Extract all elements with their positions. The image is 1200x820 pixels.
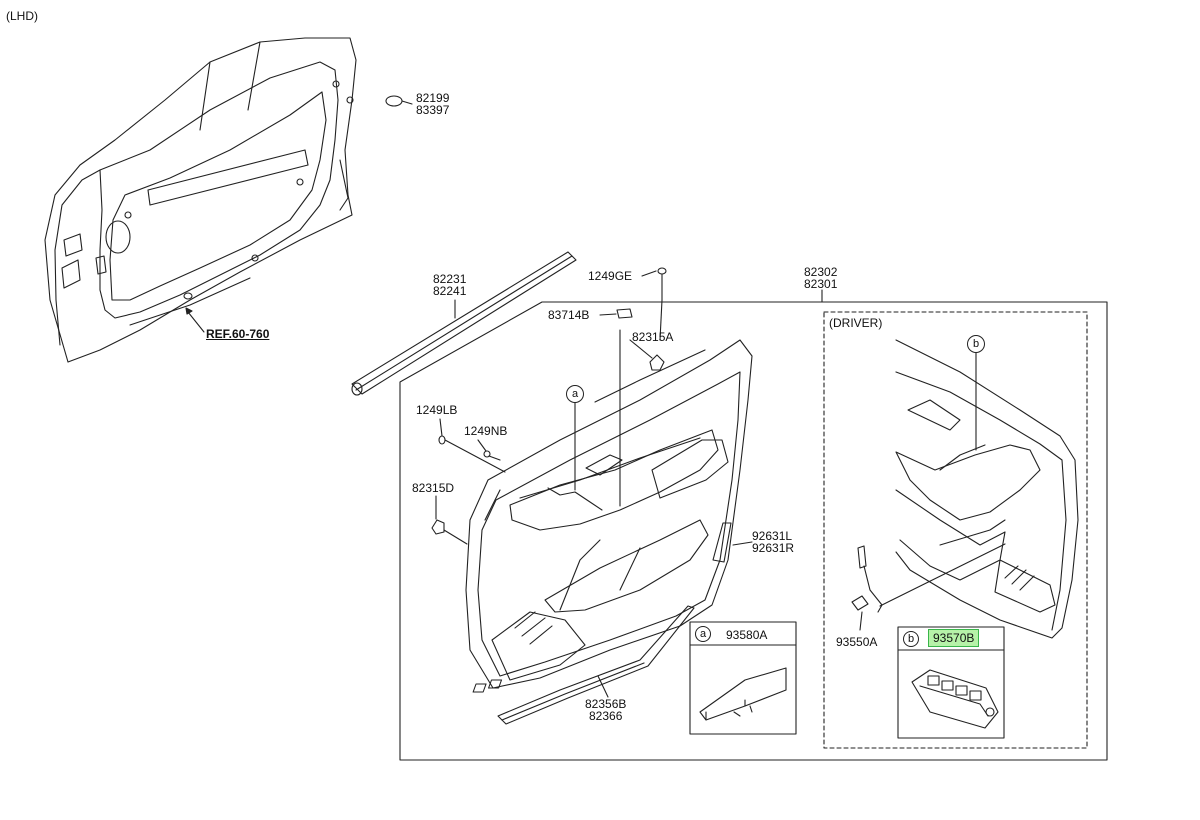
clip-83714b [616, 308, 633, 319]
screw-1249lb [438, 435, 506, 473]
driver-variant-box [823, 311, 1088, 749]
part-number-93570b-highlighted[interactable]: 93570B [928, 629, 980, 647]
screw-1249ge [657, 267, 667, 301]
part-number-82302[interactable]: 82302 [804, 265, 838, 279]
part-label-82356b-group: 82356B 82366 [585, 698, 626, 722]
part-label-82199-group: 82199 83397 [416, 92, 449, 116]
variant-label: (LHD) [6, 9, 38, 23]
part-number-93580a[interactable]: 93580A [726, 628, 768, 642]
callout-b-marker[interactable]: b [967, 335, 985, 353]
part-number-82241[interactable]: 82241 [433, 284, 467, 298]
screw-1249nb [483, 450, 501, 461]
trim-cover-92631 [712, 522, 732, 563]
weatherstrip-illustration [351, 251, 577, 396]
part-number-82315a[interactable]: 82315A [632, 330, 674, 344]
callout-b-box-marker: b [903, 631, 919, 647]
part-number-82301[interactable]: 82301 [804, 277, 838, 291]
plug-part [385, 95, 403, 107]
part-number-1249nb[interactable]: 1249NB [464, 424, 508, 438]
main-assembly-box [399, 301, 1108, 761]
door-frame-illustration [44, 37, 357, 363]
part-label-82302-group: 82302 82301 [804, 266, 837, 290]
part-number-92631l[interactable]: 92631L [752, 529, 793, 543]
part-label-92631-group: 92631L 92631R [752, 530, 794, 554]
switch-box-a [472, 621, 797, 735]
callout-a-marker[interactable]: a [566, 385, 584, 403]
part-number-83397[interactable]: 83397 [416, 103, 450, 117]
clip-82315a [649, 354, 665, 371]
part-number-83714b[interactable]: 83714B [548, 308, 590, 322]
part-number-82356b[interactable]: 82356B [585, 697, 627, 711]
part-label-82231-group: 82231 82241 [433, 273, 466, 297]
part-number-93550a[interactable]: 93550A [836, 635, 878, 649]
wire-harness-93550a [851, 543, 1006, 613]
part-number-82315d[interactable]: 82315D [412, 481, 455, 495]
part-number-92631r[interactable]: 92631R [752, 541, 795, 555]
door-trim-panel-illustration [465, 339, 753, 689]
clip-82315d [431, 519, 445, 535]
ref-leader [187, 311, 205, 333]
switch-box-b [897, 626, 1005, 739]
part-number-82199[interactable]: 82199 [416, 91, 450, 105]
part-number-82231[interactable]: 82231 [433, 272, 467, 286]
driver-trim-illustration [895, 339, 1079, 639]
sill-trim-illustration [497, 605, 695, 725]
part-number-1249ge[interactable]: 1249GE [588, 269, 633, 283]
reference-link[interactable]: REF.60-760 [206, 327, 270, 341]
driver-label: (DRIVER) [829, 316, 883, 330]
part-number-1249lb[interactable]: 1249LB [416, 403, 458, 417]
part-number-82366[interactable]: 82366 [589, 709, 623, 723]
callout-a-box-marker: a [695, 626, 711, 642]
